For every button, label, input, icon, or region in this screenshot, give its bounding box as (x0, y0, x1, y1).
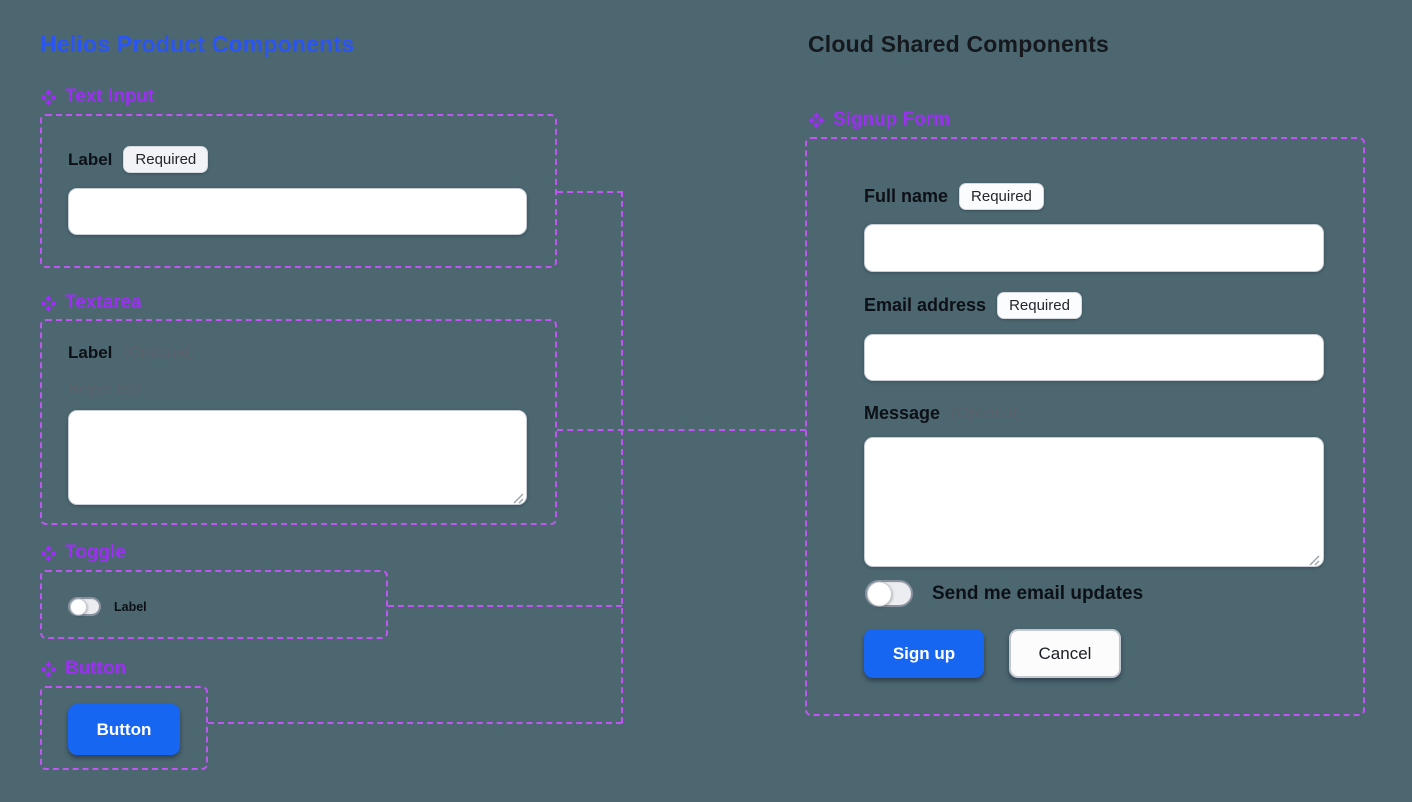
toggle-knob (70, 598, 87, 615)
optional-hint: (Optional) (123, 344, 194, 361)
component-icon (40, 661, 57, 677)
component-heading-label: Text Input (65, 86, 155, 107)
text-input-component-frame: Label Required (40, 114, 557, 268)
component-heading-button: Button (40, 658, 126, 680)
component-heading-textarea: Textarea (40, 292, 142, 314)
message-textarea[interactable] (864, 437, 1324, 567)
component-heading-toggle: Toggle (40, 542, 126, 564)
left-column-title: Helios Product Components (40, 31, 355, 57)
toggle-label: Label (114, 599, 147, 614)
field-label: Label (68, 149, 113, 169)
sample-button[interactable]: Button (68, 704, 180, 755)
component-heading-signup-form: Signup Form (808, 109, 950, 131)
email-updates-toggle[interactable] (865, 580, 913, 607)
signup-form-frame: Full name Required Email address Require… (805, 137, 1365, 716)
helper-text: Helper text (68, 381, 141, 398)
toggle-knob (867, 581, 892, 606)
connector-toggle (388, 605, 622, 607)
connector-textarea-to-form (557, 429, 806, 431)
required-badge: Required (959, 183, 1044, 210)
component-heading-label: Button (65, 658, 127, 679)
component-heading-label: Toggle (65, 542, 126, 563)
textarea-component-frame: Label (Optional) Helper text (40, 319, 557, 525)
optional-hint: (Optional) (951, 404, 1022, 422)
component-heading-label: Signup Form (833, 109, 951, 130)
component-heading-label: Textarea (65, 292, 142, 313)
required-badge: Required (997, 292, 1082, 319)
connector-text-input (557, 191, 623, 193)
component-icon (40, 89, 57, 105)
field-label: Label (68, 343, 113, 362)
toggle-switch[interactable] (68, 597, 101, 616)
right-column-title: Cloud Shared Components (808, 31, 1110, 57)
component-icon (808, 112, 825, 128)
field-label: Full name (864, 186, 949, 206)
textarea-field[interactable] (68, 410, 527, 505)
component-icon (40, 545, 57, 561)
required-badge: Required (123, 146, 209, 173)
button-component-frame: Button (40, 686, 208, 770)
field-label: Message (864, 403, 941, 423)
email-updates-label: Send me email updates (932, 582, 1144, 604)
text-input-field[interactable] (68, 188, 527, 235)
email-address-input[interactable] (864, 334, 1324, 381)
full-name-input[interactable] (864, 224, 1324, 272)
connector-bus (621, 191, 623, 723)
toggle-component-frame: Label (40, 570, 388, 639)
component-icon (40, 295, 57, 311)
component-heading-text-input: Text Input (40, 86, 154, 108)
sign-up-button[interactable]: Sign up (864, 629, 984, 678)
cancel-button[interactable]: Cancel (1009, 629, 1121, 678)
field-label: Email address (864, 295, 987, 315)
connector-button (208, 722, 622, 724)
